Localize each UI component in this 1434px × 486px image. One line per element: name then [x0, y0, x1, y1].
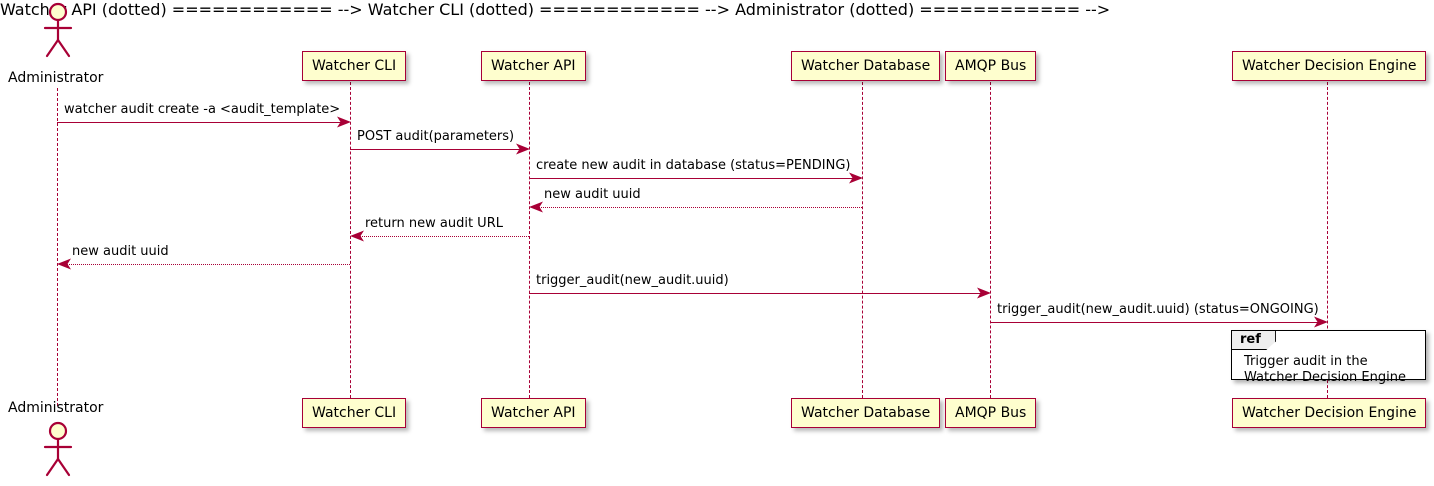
message-line-m7	[529, 293, 983, 294]
participant-label-amqp-bus-bottom: AMQP Bus	[955, 405, 1027, 421]
message-line-m2	[350, 149, 522, 150]
actor-administrator-bottom	[43, 421, 73, 477]
message-arrowhead-m4	[529, 201, 543, 213]
message-label-m1: watcher audit create -a <audit_template>	[64, 102, 341, 117]
message-label-m6: new audit uuid	[72, 244, 169, 259]
ref-body: Trigger audit in the Watcher Decision En…	[1244, 354, 1406, 386]
participant-label-watcher-cli-bottom: Watcher CLI	[312, 405, 397, 421]
participant-label-watcher-database-bottom: Watcher Database	[801, 405, 931, 421]
message-label-m3: create new audit in database (status=PEN…	[536, 158, 851, 173]
ref-body-line-1: Trigger audit in the	[1244, 354, 1368, 369]
participant-box-amqp-bus-bottom[interactable]: AMQP Bus	[945, 398, 1037, 428]
ref-box: ref Trigger audit in the Watcher Decisio…	[1231, 330, 1426, 385]
actor-label-administrator-bottom: Administrator	[8, 400, 104, 416]
ref-keyword-tab: ref	[1232, 331, 1276, 350]
participant-label-watcher-database-top: Watcher Database	[801, 58, 931, 74]
participant-box-watcher-database-bottom[interactable]: Watcher Database	[791, 398, 941, 428]
message-label-m4: new audit uuid	[544, 187, 641, 202]
participant-box-watcher-api-top[interactable]: Watcher API	[481, 51, 586, 81]
participant-box-watcher-cli-top[interactable]: Watcher CLI	[302, 51, 407, 81]
lifeline-watcher-cli	[350, 82, 351, 398]
message-arrowhead-m7	[977, 287, 991, 299]
lifeline-watcher-database	[862, 82, 863, 398]
lifeline-watcher-decision-engine	[1327, 82, 1328, 398]
message-label-m8: trigger_audit(new_audit.uuid) (status=ON…	[997, 302, 1319, 317]
participant-box-watcher-database-top[interactable]: Watcher Database	[791, 51, 941, 81]
participant-box-amqp-bus-top[interactable]: AMQP Bus	[945, 51, 1037, 81]
message-line-m1	[57, 122, 343, 123]
participant-box-watcher-decision-engine-top[interactable]: Watcher Decision Engine	[1232, 51, 1427, 81]
ref-body-line-2: Watcher Decision Engine	[1244, 370, 1406, 385]
actor-label-administrator-top: Administrator	[8, 70, 104, 86]
message-arrowhead-m5	[350, 230, 364, 242]
message-line-m3	[529, 178, 855, 179]
message-label-m7: trigger_audit(new_audit.uuid)	[536, 273, 729, 288]
message-label-m2: POST audit(parameters)	[357, 129, 515, 144]
lifeline-watcher-api	[529, 82, 530, 398]
participant-label-watcher-decision-engine-top: Watcher Decision Engine	[1242, 58, 1417, 74]
participant-label-watcher-decision-engine-bottom: Watcher Decision Engine	[1242, 405, 1417, 421]
message-label-m5: return new audit URL	[365, 216, 503, 231]
participant-label-watcher-api-top: Watcher API	[491, 58, 576, 74]
participant-label-watcher-api-bottom: Watcher API	[491, 405, 576, 421]
message-line-m8	[990, 322, 1320, 323]
participant-box-watcher-cli-bottom[interactable]: Watcher CLI	[302, 398, 407, 428]
participant-box-watcher-decision-engine-bottom[interactable]: Watcher Decision Engine	[1232, 398, 1427, 428]
message-arrowhead-m3	[849, 172, 863, 184]
actor-administrator-top	[43, 2, 73, 58]
message-line-m5	[357, 236, 529, 237]
participant-box-watcher-api-bottom[interactable]: Watcher API	[481, 398, 586, 428]
lifeline-administrator	[57, 88, 58, 406]
message-arrowhead-m8	[1314, 316, 1328, 328]
message-arrowhead-m1	[337, 116, 351, 128]
message-line-m4	[536, 207, 862, 208]
message-line-m6	[64, 264, 350, 265]
participant-label-amqp-bus-top: AMQP Bus	[955, 58, 1027, 74]
lifeline-amqp-bus	[990, 82, 991, 398]
message-arrowhead-m2	[516, 143, 530, 155]
participant-label-watcher-cli-top: Watcher CLI	[312, 58, 397, 74]
message-arrowhead-m6	[57, 258, 71, 270]
